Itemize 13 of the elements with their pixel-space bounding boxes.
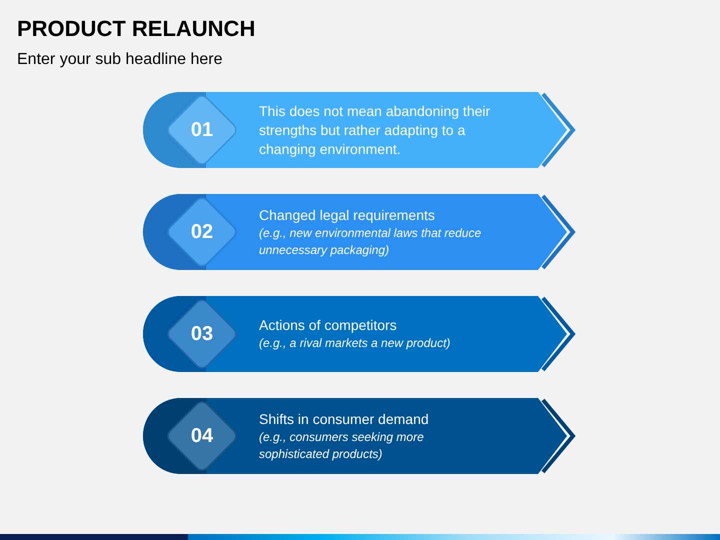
banner-heading: Actions of competitors (259, 316, 397, 335)
title: PRODUCT RELAUNCH (17, 16, 256, 42)
step-number: 04 (190, 424, 214, 448)
example-note: (e.g., consumers seeking more sophisticated products) (259, 428, 425, 462)
banner-heading: Changed legal requirements (259, 206, 435, 224)
example-note: (e.g., new environmental laws that reduce unnecessary packaging) (259, 224, 482, 258)
banner-heading: Shifts in consumer demand (259, 410, 429, 428)
description-text: This does not mean abandoning their strengths but rather adapting to a changing environment. (259, 102, 492, 158)
step-number: 02 (190, 220, 214, 244)
example-note: (e.g., a rival markets a new product) (259, 335, 450, 352)
step-number: 03 (190, 322, 214, 346)
subtitle: Enter your sub headline here (17, 50, 222, 70)
step-number: 01 (190, 118, 214, 142)
